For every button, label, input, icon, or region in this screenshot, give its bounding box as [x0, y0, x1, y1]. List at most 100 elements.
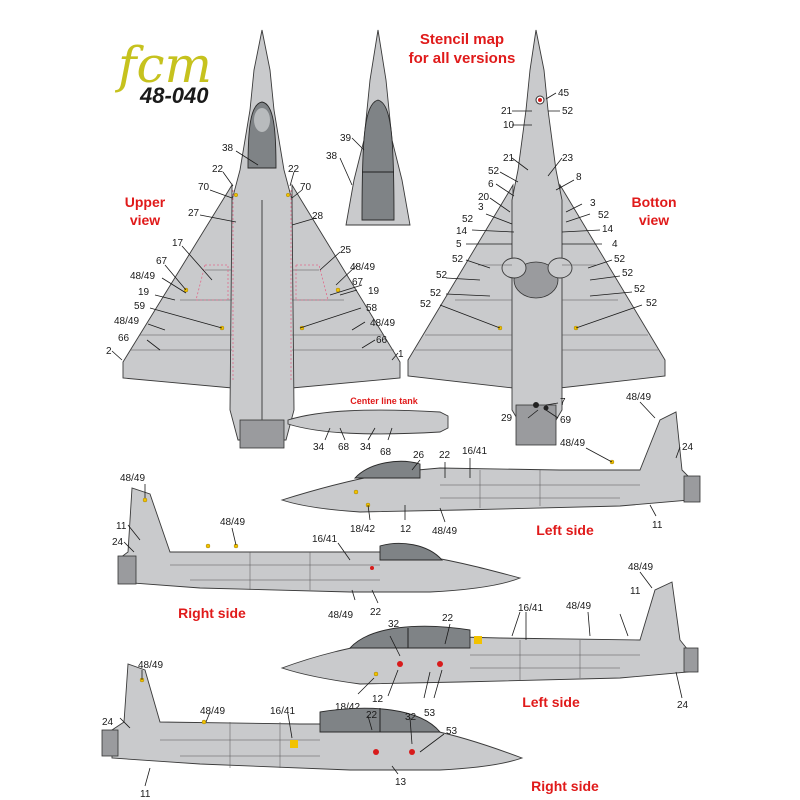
left-side-single-seat-aircraft: [280, 411, 701, 513]
callout-l2-53: 53: [424, 708, 436, 719]
callout-u67a: 67: [156, 256, 168, 267]
callout-u67b: 67: [352, 277, 364, 288]
left-side-label-1: Left side: [536, 522, 594, 538]
tank-label: Center line tank: [350, 396, 419, 406]
right-side-two-seat-aircraft: [101, 663, 524, 771]
right-side-label-2: Right side: [531, 778, 599, 794]
callout-b52h: 52: [622, 268, 634, 279]
callout-u28: 28: [312, 211, 324, 222]
callout-b3b: 3: [590, 198, 596, 209]
callout-t34b: 34: [360, 442, 372, 453]
right-side-single-seat-aircraft: [117, 487, 522, 593]
left-side-two-seat-aircraft: [280, 581, 699, 685]
upper-view-callouts: 38 22 22 70 70 27 28 17 25 67 48/49 48/4…: [106, 143, 404, 361]
callout-r1-4849c: 48/49: [328, 610, 353, 621]
callout-u2: 2: [106, 346, 112, 357]
callout-l1-24: 24: [682, 442, 694, 453]
callout-l1-11: 11: [652, 520, 663, 531]
left-side-two-seat-callouts: 48/49 11 48/49 16/41 32 22 18/42 12 53 2…: [335, 562, 689, 719]
callout-l2-11: 11: [630, 586, 641, 597]
callout-u27: 27: [188, 208, 200, 219]
callout-t34a: 34: [313, 442, 325, 453]
upper-view-label-2: view: [130, 212, 160, 228]
callout-r2-4849a: 48/49: [138, 660, 163, 671]
left-side-single-seat-callouts: 48/49 48/49 24 26 22 16/41 18/42 12 48/4…: [350, 392, 694, 537]
callout-b8: 8: [576, 172, 582, 183]
callout-u19b: 19: [368, 286, 380, 297]
callout-u1: 1: [398, 349, 404, 360]
callout-r2-53: 53: [446, 726, 458, 737]
callout-b23: 23: [562, 153, 574, 164]
callout-u19a: 19: [138, 287, 150, 298]
bottom-view-label-2: view: [639, 212, 669, 228]
callout-b52i: 52: [430, 288, 442, 299]
right-side-label-1: Right side: [178, 605, 246, 621]
callout-r2-32: 32: [405, 712, 417, 723]
callout-r2-11: 11: [140, 789, 151, 800]
callout-b7: 7: [560, 397, 566, 408]
callout-b5: 5: [456, 239, 462, 250]
callout-b10: 10: [503, 120, 515, 131]
callout-b21a: 21: [501, 106, 513, 117]
callout-b52f: 52: [614, 254, 626, 265]
bottom-view-callouts: 45 21 52 10 21 23 52 8 6 20 3 3 52 52 14…: [420, 88, 658, 426]
callout-u22a: 22: [212, 164, 224, 175]
callout-r2-13: 13: [395, 777, 407, 788]
callout-b52j: 52: [634, 284, 646, 295]
callout-l2-1641: 16/41: [518, 603, 543, 614]
callout-u66a: 66: [118, 333, 130, 344]
callout-u70a: 70: [198, 182, 210, 193]
callout-l2-24: 24: [677, 700, 689, 711]
callout-b20: 20: [478, 192, 490, 203]
callout-u66b: 66: [376, 335, 388, 346]
callout-b52d: 52: [598, 210, 610, 221]
callout-l2-32: 32: [388, 619, 400, 630]
callout-r1-24: 24: [112, 537, 124, 548]
callout-l2-4849a: 48/49: [628, 562, 653, 573]
callout-b29: 29: [501, 413, 513, 424]
callout-r2-1641: 16/41: [270, 706, 295, 717]
callout-u17: 17: [172, 238, 184, 249]
right-side-single-seat-callouts: 48/49 11 48/49 24 16/41 48/49 22: [112, 473, 382, 621]
callout-l1-1641: 16/41: [462, 446, 487, 457]
right-side-two-seat-callouts: 48/49 24 48/49 16/41 22 32 53 11 13: [102, 660, 458, 800]
callout-c39: 39: [340, 133, 352, 144]
callout-u4849d: 48/49: [370, 318, 395, 329]
callout-l1-12: 12: [400, 524, 412, 535]
callout-c38: 38: [326, 151, 338, 162]
callout-u58: 58: [366, 303, 378, 314]
upper-view-label-1: Upper: [125, 194, 166, 210]
callout-u59: 59: [134, 301, 146, 312]
callout-b52c: 52: [462, 214, 474, 225]
center-line-tank: Center line tank 34 68 34 68: [287, 396, 449, 458]
upper-view-aircraft: [122, 29, 401, 449]
callout-u4849c: 48/49: [114, 316, 139, 327]
header-line1: Stencil map: [420, 31, 504, 48]
bottom-view-label-1: Botton: [631, 194, 676, 210]
callout-r1-11: 11: [116, 521, 127, 532]
callout-l2-1842: 18/42: [335, 702, 360, 713]
callout-l1-4849: 48/49: [626, 392, 651, 403]
callout-b14a: 14: [456, 226, 468, 237]
callout-b52l: 52: [646, 298, 658, 309]
callout-l1-4849c: 48/49: [560, 438, 585, 449]
callout-u38: 38: [222, 143, 234, 154]
callout-r2-4849b: 48/49: [200, 706, 225, 717]
callout-b6: 6: [488, 179, 494, 190]
header-line2: for all versions: [409, 50, 516, 67]
callout-r1-4849a: 48/49: [120, 473, 145, 484]
callout-l1-22: 22: [439, 450, 451, 461]
callout-l1-4849b: 48/49: [432, 526, 457, 537]
callout-b52a: 52: [562, 106, 574, 117]
callout-l1-26: 26: [413, 450, 425, 461]
callout-u4849a: 48/49: [130, 271, 155, 282]
callout-b14b: 14: [602, 224, 614, 235]
callout-b69: 69: [560, 415, 572, 426]
callout-l2-4849b: 48/49: [566, 601, 591, 612]
callout-r1-4849b: 48/49: [220, 517, 245, 528]
callout-b4: 4: [612, 239, 618, 250]
callout-l1-1842: 18/42: [350, 524, 375, 535]
callout-u4849b: 48/49: [350, 262, 375, 273]
callout-b52g: 52: [436, 270, 448, 281]
